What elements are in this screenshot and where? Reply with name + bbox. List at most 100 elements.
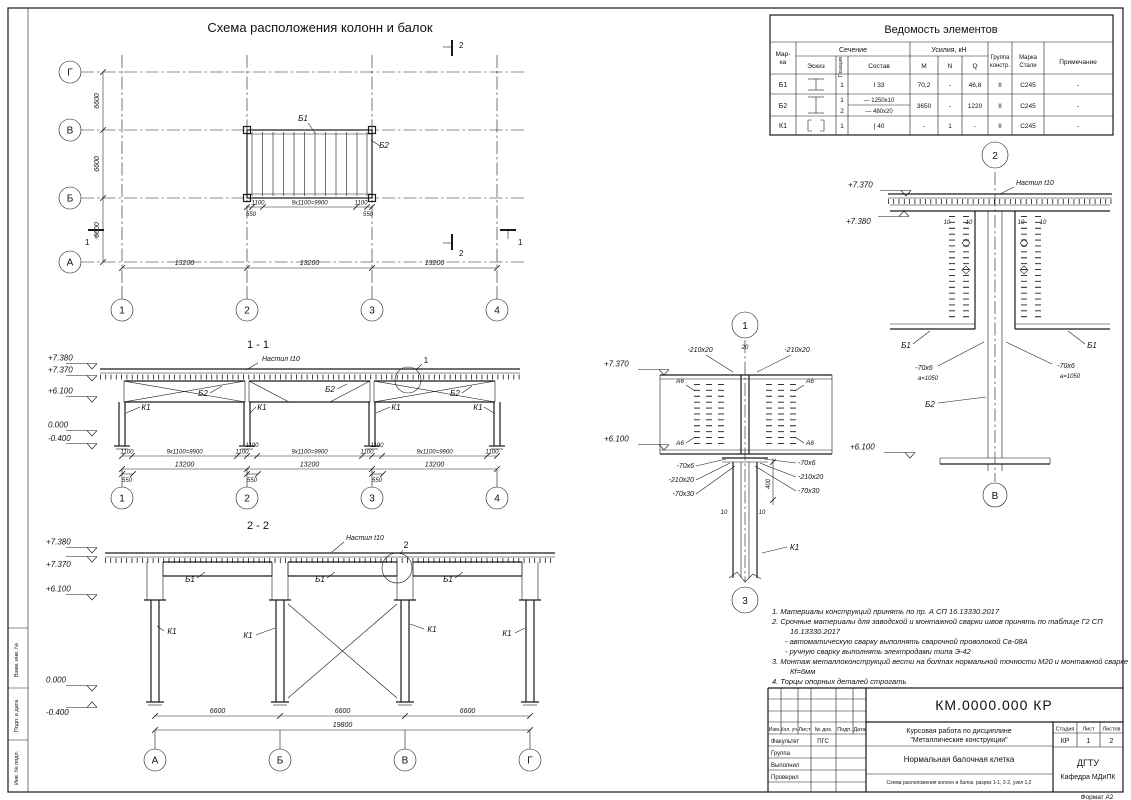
detail-circle-2 [381,552,413,584]
columns-elevation [146,600,539,706]
dim-1100: 1100 [486,450,500,456]
column-symbol [242,125,252,135]
axis-label: Б [277,756,284,767]
table-cell-note: - [1077,82,1079,89]
axis-bubble [143,748,167,772]
dim-1100: 1100 [236,450,250,456]
table-cell-group: II [998,103,1002,110]
node-ref-circle [731,586,759,614]
table-cell-n: - [949,82,951,89]
axis-label: Г [527,756,533,767]
beams-b1-elevation [162,561,523,577]
plan-axis-bubble [58,60,82,84]
bolt-diamond-mark [1019,265,1029,275]
tb-stage-label: Стадия [1056,727,1075,733]
table-header-group: Группа [990,55,1010,61]
table-header-m: M [921,63,926,70]
axis-bubble [518,748,542,772]
table-header-section: Сечение [839,47,867,54]
node-detail-1-3: 1 А6 А6 А6 А6 -210х20 -210х20 20 +7.370 … [604,311,833,614]
weld-label-a6: А6 [675,440,684,447]
table-header-q: Q [972,63,977,70]
dim-10: 10 [721,510,728,516]
section-mark-2-bottom: 2 [443,234,464,258]
tb-sheets-label: Листов [1103,727,1121,733]
weld-label-a6: А6 [805,440,814,447]
bracing-diagonal [287,603,398,699]
elevation-mark: +7.370 [604,360,629,369]
elevation-mark: +6.100 [850,443,875,452]
detail-ref-label: 2 [403,540,408,550]
tb-sheet-value: 1 [1087,738,1091,745]
elevation-mark: +7.380 [846,217,871,226]
plan-axis-label: 1 [119,306,125,317]
column-symbol [367,125,377,135]
tb-org-line1: ДГТУ [1077,758,1099,768]
beam-b2-label: Б2 [379,141,389,150]
dim-13200: 13200 [300,462,320,469]
dim-550: 550 [246,212,257,218]
side-label-podp: Подп. и дата [14,699,20,732]
plate-210x20-label: -210х20 [687,347,712,354]
tb-col-dok: № док. [815,727,833,733]
table-header-n: N [948,63,953,70]
plan-axis-bubble [485,298,509,322]
note-line: 4. Торцы опорных деталей строгать [772,677,906,686]
table-cell-m: 70,2 [918,82,931,89]
plan-axis-bubble [360,298,384,322]
table-header-group: констр. [990,63,1010,69]
dim-13200: 13200 [175,462,195,469]
table-cell-note: - [1077,103,1079,110]
node-ref-label: 1 [742,321,748,332]
axis-label: В [402,756,409,767]
tb-stage-value: КР [1061,738,1070,745]
axis-label: 1 [119,494,125,505]
table-cell-steel: С245 [1020,82,1036,89]
dim-10: 10 [944,220,951,226]
tb-faculty-value: ПГС [817,739,829,745]
section-mark-label: 1 [518,238,523,247]
notes-block: 1. Материалы конструкций принять по пр. … [771,607,1128,686]
table-cell-q: 46,8 [969,82,982,89]
dim-10: 10 [1018,220,1025,226]
axis-bubble [235,486,259,510]
plate-70x6-label: -70х6 [798,460,816,467]
plan-axis-label: Г [67,68,73,79]
section-mark-1-left: 1 [85,229,104,247]
table-header-pos: Позиция [838,57,844,77]
axis-bubble [360,486,384,510]
axis-bubble [268,748,292,772]
plan-axis-bubble [58,186,82,210]
node-ref-circle [981,141,1009,169]
table-header-sketch: Эскиз [807,63,824,70]
sketch-welded-i-beam [808,96,824,114]
column-k1-label: К1 [502,629,511,638]
elevation-mark: -0.400 [46,708,69,717]
note-line: - автоматическую сварку выполнять свароч… [785,637,1028,646]
side-label-vzam: Взам. инв. № [14,643,20,677]
plate-210x20-label: -210х20 [798,474,823,481]
beam-b1-label: Б1 [315,575,325,584]
column-k1-label: К1 [427,625,436,634]
plate-210x20-label: -210х20 [784,347,809,354]
beam-b1-label: Б1 [443,575,453,584]
plan-axis-bubble [235,298,259,322]
side-label-inv: Инв. № подл. [14,750,20,785]
break-line [728,571,762,583]
table-cell-mark: Б1 [779,82,788,89]
node-ref-circle [731,311,759,339]
plan-axis-label: 4 [494,306,500,317]
tb-col-list: Лист [799,727,811,733]
detail-circle-1 [394,366,422,394]
section-mark-1-right: 1 [500,229,523,247]
table-cell-comp: — 1250х10 [864,98,895,104]
tb-col-podp: Подп. [837,727,852,733]
tb-col-data: Дата [853,727,866,733]
column-symbol [367,193,377,203]
table-cell-pos: 1 [840,82,844,89]
sketch-double-channel [807,119,825,132]
bolt-diamond-mark [1019,238,1029,248]
column-k1-label: К1 [473,403,482,412]
secondary-beams [251,132,368,196]
